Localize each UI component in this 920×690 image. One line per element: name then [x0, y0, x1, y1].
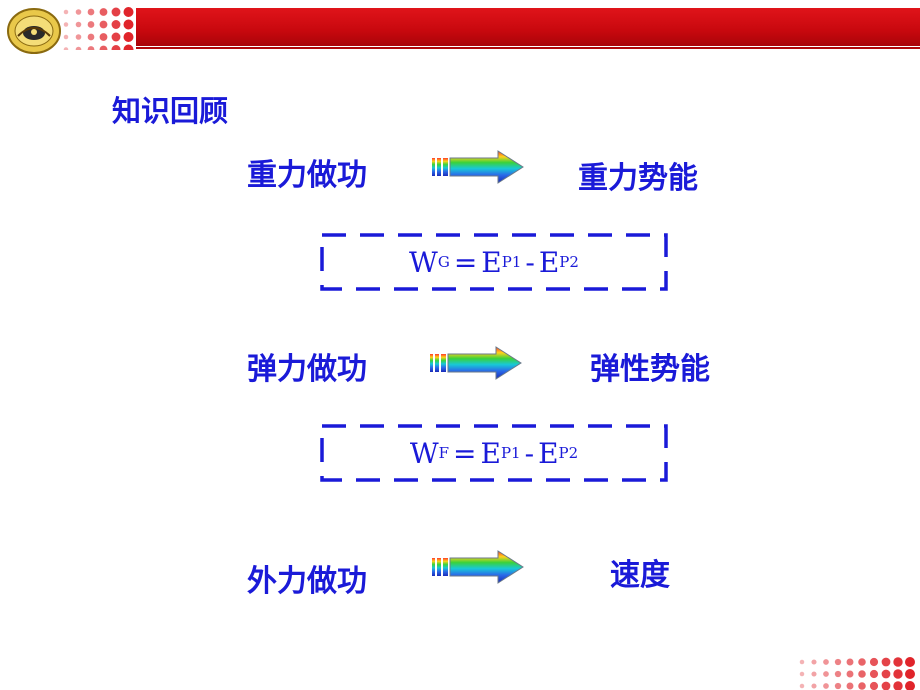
formula-e2-subscript: P2: [559, 253, 579, 271]
decor-dot: [858, 658, 866, 666]
formula-e1-subscript: P1: [500, 444, 521, 462]
row-2-left-label: 弹力做功: [247, 352, 367, 387]
decor-dot: [123, 7, 134, 17]
formula-equals: =: [453, 245, 478, 279]
decor-dot: [869, 669, 879, 679]
decor-dot: [63, 34, 69, 40]
decor-dot: [823, 659, 829, 665]
decor-dot: [87, 21, 95, 28]
formula-equals: =: [453, 436, 477, 470]
formula-e2: E: [538, 436, 559, 470]
decor-dot: [858, 670, 866, 678]
decor-dot: [834, 670, 842, 678]
decor-dot: [811, 659, 817, 665]
formula-e2-subscript: P2: [558, 444, 579, 462]
decor-dot: [99, 20, 108, 29]
formula-e1: E: [481, 245, 502, 279]
decor-dot: [75, 34, 82, 40]
decor-dot: [63, 47, 69, 50]
arrow-right-icon: [430, 346, 522, 380]
decor-dot: [846, 682, 854, 690]
formula-w-subscript: F: [438, 444, 450, 462]
decor-dot: [799, 659, 805, 665]
decor-dot: [99, 45, 108, 50]
formula-e1: E: [480, 436, 501, 470]
decor-dot: [111, 32, 121, 42]
decor-dot: [87, 33, 95, 41]
row-2-right-label: 弹性势能: [590, 352, 710, 387]
decor-dot: [111, 20, 121, 29]
decor-dot: [87, 8, 95, 16]
row-3-left-label: 外力做功: [247, 564, 367, 599]
decor-dot: [75, 9, 82, 15]
decor-dot: [75, 46, 82, 50]
decor-dot: [823, 683, 829, 689]
formula-w: W: [409, 436, 439, 470]
row-3-right-label: 速度: [610, 558, 670, 593]
formula-minus: -: [525, 245, 535, 279]
decor-dot: [846, 670, 854, 678]
decor-dot: [123, 19, 134, 30]
decor-dot: [799, 683, 805, 689]
decor-dot: [63, 9, 69, 15]
decor-dot: [905, 657, 915, 667]
decor-dot: [799, 671, 805, 677]
header-underline: [136, 47, 920, 49]
decor-dot: [63, 22, 69, 27]
header-dot-pattern: [60, 6, 136, 50]
decor-dot: [881, 657, 891, 667]
footer-dot-pattern: [796, 656, 920, 690]
decor-dot: [869, 657, 879, 667]
decor-dot: [905, 669, 915, 679]
decor-dot: [858, 682, 866, 690]
decor-dot: [869, 681, 879, 690]
decor-dot: [823, 671, 829, 677]
row-1-left-label: 重力做功: [247, 158, 367, 193]
decor-dot: [111, 7, 121, 17]
formula-w: W: [409, 245, 438, 279]
arrow-right-icon: [432, 150, 524, 184]
decor-dot: [905, 681, 915, 690]
formula-minus: -: [524, 436, 535, 470]
decor-dot: [881, 681, 891, 690]
decor-dot: [893, 681, 903, 690]
decor-dot: [846, 658, 854, 666]
formula-e2: E: [538, 245, 560, 279]
section-title: 知识回顾: [112, 94, 229, 128]
decor-dot: [87, 46, 95, 50]
header-bar: [136, 8, 920, 46]
decor-dot: [99, 8, 108, 16]
formula-e1-subscript: P1: [501, 253, 522, 271]
decor-dot: [834, 682, 842, 690]
decor-dot: [881, 669, 891, 679]
arrow-right-icon: [432, 550, 524, 584]
decor-dot: [893, 657, 903, 667]
decor-dot: [123, 44, 134, 50]
decor-dot: [99, 33, 108, 41]
decor-dot: [811, 671, 817, 677]
formula-w-subscript: G: [437, 253, 450, 271]
decor-dot: [893, 669, 903, 679]
decor-dot: [75, 21, 82, 28]
decor-dot: [111, 45, 121, 50]
decor-dot: [123, 32, 134, 42]
school-logo: [6, 6, 62, 56]
decor-dot: [811, 683, 817, 689]
decor-dot: [834, 658, 842, 666]
row-1-right-label: 重力势能: [578, 161, 698, 196]
